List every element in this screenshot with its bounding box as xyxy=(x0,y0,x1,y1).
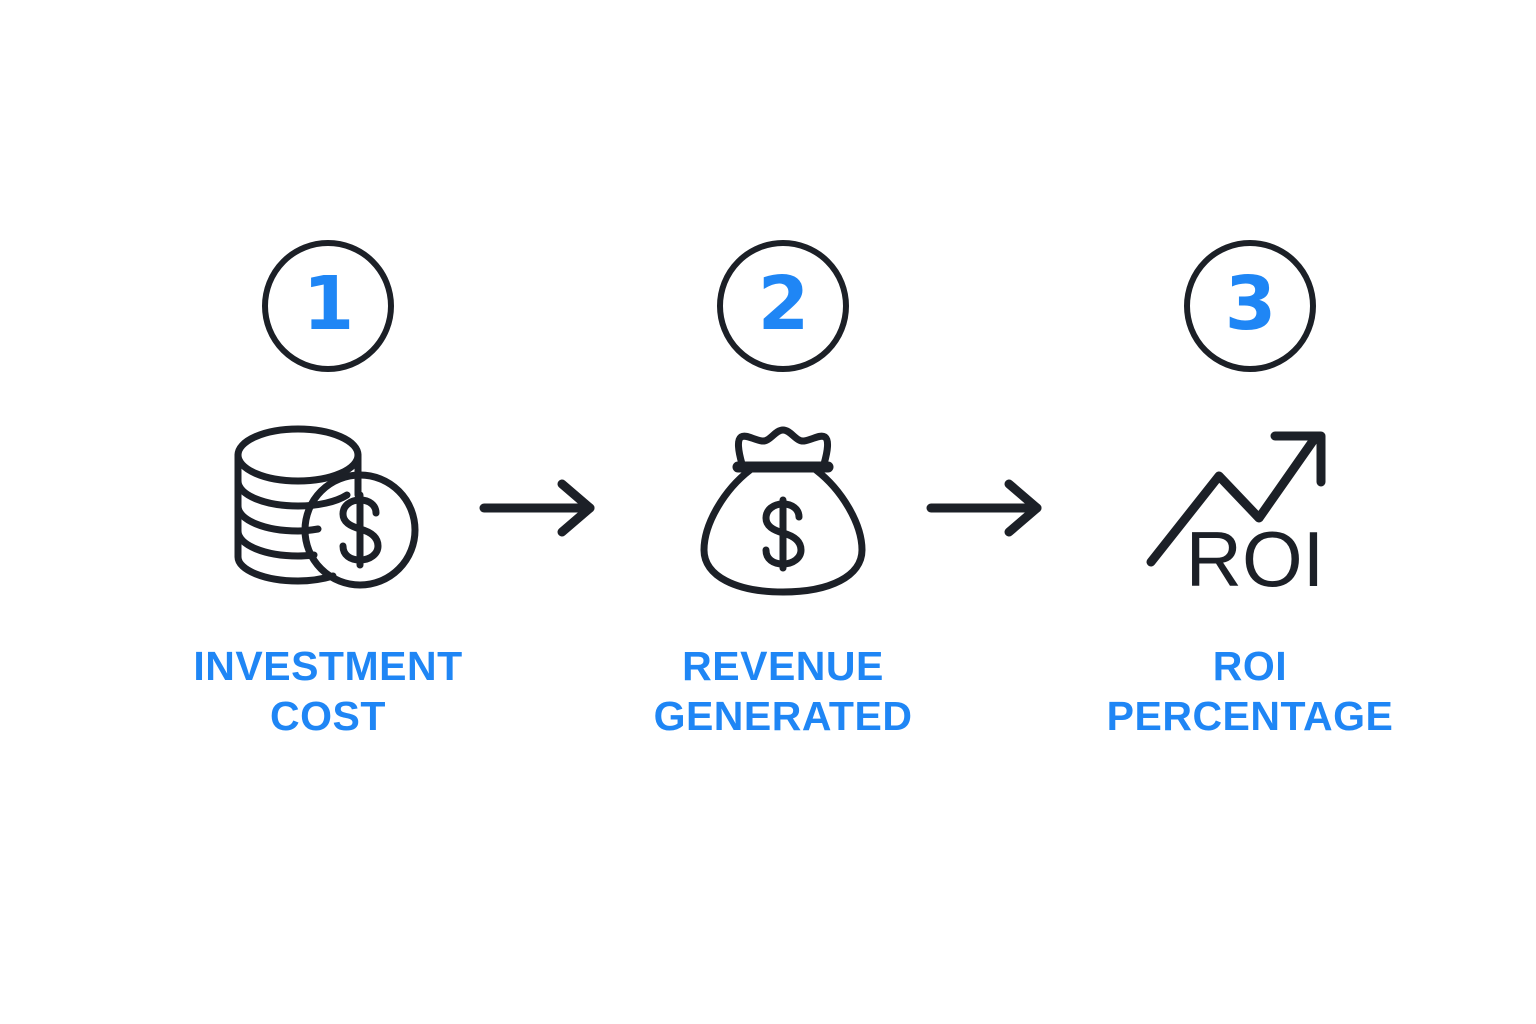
roi-growth-arrow-icon: ROI xyxy=(1143,414,1358,599)
step-caption-3: ROI PERCENTAGE xyxy=(1106,643,1394,740)
step-2-revenue-generated: 2 REVENUE GENERATED xyxy=(623,240,943,760)
arrow-right-icon-1 xyxy=(478,478,608,538)
step-3-roi-percentage: 3 ROI ROI PERCENTAGE xyxy=(1090,240,1410,760)
step-number-badge-2: 2 xyxy=(717,240,849,372)
arrow-right-icon-2 xyxy=(925,478,1055,538)
step-1-investment-cost: 1 INVESTMENT COST xyxy=(168,240,488,760)
step-number-label-3: 3 xyxy=(1224,261,1276,347)
step-number-label-1: 1 xyxy=(302,261,354,347)
step-number-label-2: 2 xyxy=(757,261,809,347)
money-bag-dollar-icon xyxy=(694,414,872,599)
step-caption-2: REVENUE GENERATED xyxy=(653,643,913,740)
step-caption-1: INVESTMENT COST xyxy=(193,643,463,740)
coin-stack-dollar-icon xyxy=(228,414,428,599)
roi-icon-text: ROI xyxy=(1185,515,1324,599)
step-number-badge-3: 3 xyxy=(1184,240,1316,372)
step-number-badge-1: 1 xyxy=(262,240,394,372)
